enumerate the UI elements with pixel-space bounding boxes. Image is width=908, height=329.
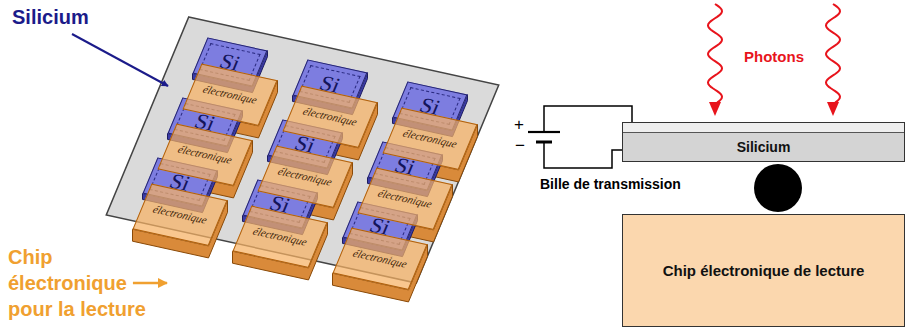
wire xyxy=(544,142,622,168)
chip-label: électronique xyxy=(351,247,409,270)
chip-box-label: Chip électronique de lecture xyxy=(663,262,865,279)
radiation-label: Photons xyxy=(744,48,804,65)
part-label: Chip électronique pour la lecture xyxy=(8,244,176,322)
silicon-sensor: Silicium xyxy=(622,122,905,162)
chip-label: électronique xyxy=(376,187,434,210)
photon-arrow-head xyxy=(827,102,839,116)
polarity-sign: + xyxy=(514,115,524,135)
chip-label: électronique xyxy=(151,203,209,226)
chip-label: électronique xyxy=(401,127,459,150)
polarity-sign: − xyxy=(515,136,525,156)
leader-arrow xyxy=(133,282,167,285)
silicon-plane xyxy=(106,17,499,283)
chip-label: électronique xyxy=(176,143,234,166)
part-label: Bille de transmission xyxy=(540,176,681,192)
readout-chip-box: Chip électronique de lecture xyxy=(622,214,905,327)
bump-ball xyxy=(754,164,802,212)
chip-label: électronique xyxy=(251,225,309,248)
chip-sides xyxy=(133,80,478,302)
chip-label: électronique xyxy=(276,165,334,188)
chip-label: électronique xyxy=(301,105,359,128)
wire xyxy=(544,106,632,132)
photon-wave xyxy=(708,4,722,104)
leader-arrow xyxy=(72,34,168,86)
photon-waves xyxy=(708,4,840,116)
chip-label: électronique xyxy=(201,83,259,106)
photon-arrow-head xyxy=(709,102,721,116)
photon-wave xyxy=(826,4,840,104)
sensor-label: Silicium xyxy=(737,139,791,155)
leader-lines xyxy=(72,34,168,283)
part-label: Silicium xyxy=(12,6,89,29)
silicon-plane xyxy=(106,17,499,283)
